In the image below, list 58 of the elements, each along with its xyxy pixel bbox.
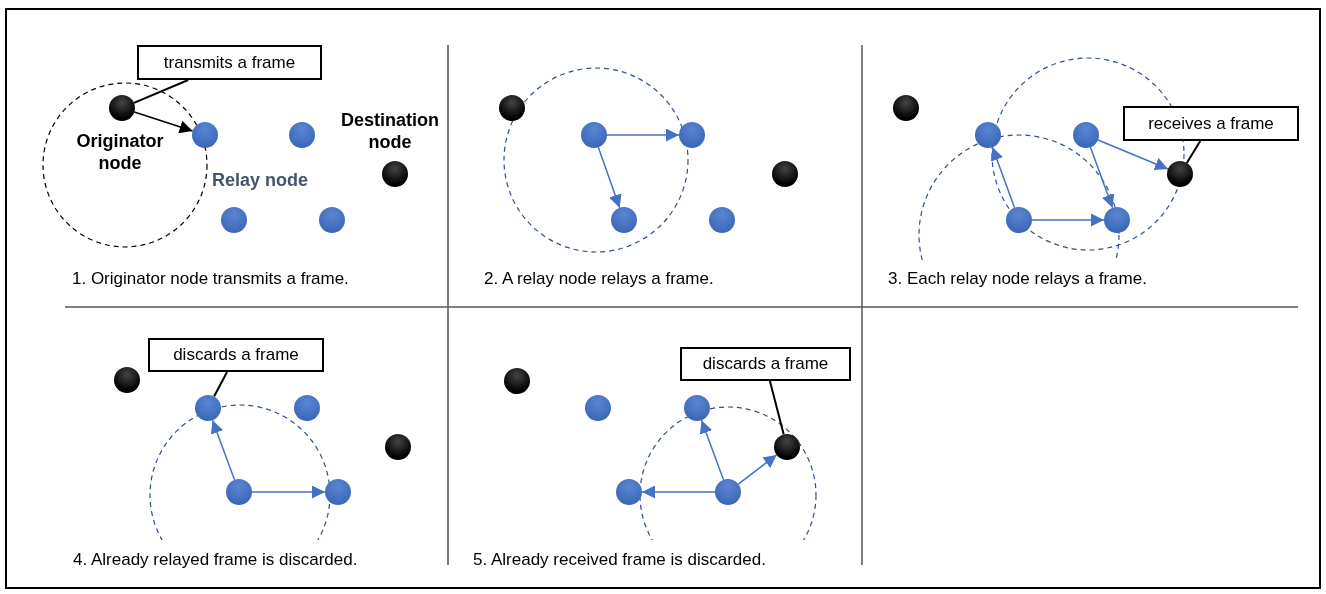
arrow: [606, 128, 680, 142]
node-dot: [709, 207, 735, 233]
node-dot: [226, 479, 252, 505]
node-dot: [192, 122, 218, 148]
arrow: [133, 111, 194, 134]
arrow: [737, 454, 778, 485]
node-dot: [319, 207, 345, 233]
node-dot: [325, 479, 351, 505]
callout-box: receives a frame: [1123, 106, 1299, 141]
node-dot: [1104, 207, 1130, 233]
node-dot: [1167, 161, 1193, 187]
node-dot: [581, 122, 607, 148]
step-caption: 2. A relay node relays a frame.: [484, 269, 714, 289]
node-dot: [715, 479, 741, 505]
node-dot: [679, 122, 705, 148]
group-label: Relay node: [212, 170, 309, 191]
node-dot: [114, 367, 140, 393]
node-dot: [499, 95, 525, 121]
node-dot: [893, 95, 919, 121]
leader-line: [213, 371, 228, 398]
node-dot: [616, 479, 642, 505]
node-dot: [195, 395, 221, 421]
leader-line: [1185, 140, 1202, 164]
node-dot: [382, 161, 408, 187]
node-dot: [221, 207, 247, 233]
node-dot: [385, 434, 411, 460]
node-dot: [772, 161, 798, 187]
arrow: [597, 146, 622, 209]
node-dot: [294, 395, 320, 421]
node-dot: [975, 122, 1001, 148]
arrow: [1097, 139, 1169, 171]
arrow: [641, 485, 716, 499]
callout-box: discards a frame: [680, 347, 851, 381]
arrow: [251, 485, 326, 499]
arrow: [1031, 213, 1105, 227]
step-caption: 4. Already relayed frame is discarded.: [73, 550, 358, 570]
leader-line: [132, 79, 190, 104]
node-dot: [504, 368, 530, 394]
node-label: Originator node: [75, 130, 165, 174]
node-dot: [289, 122, 315, 148]
arrow: [1089, 146, 1115, 209]
callout-box: discards a frame: [148, 338, 324, 372]
arrow: [990, 146, 1016, 209]
node-dot: [684, 395, 710, 421]
step-caption: 1. Originator node transmits a frame.: [72, 269, 349, 289]
node-dot: [585, 395, 611, 421]
arrow: [210, 419, 236, 481]
node-dot: [1073, 122, 1099, 148]
node-dot: [774, 434, 800, 460]
node-dot: [1006, 207, 1032, 233]
node-dot: [109, 95, 135, 121]
step-caption: 5. Already received frame is discarded.: [473, 550, 766, 570]
leader-line: [768, 380, 785, 436]
step-caption: 3. Each relay node relays a frame.: [888, 269, 1147, 289]
arrow: [699, 419, 725, 481]
callout-box: transmits a frame: [137, 45, 322, 80]
node-label: Destination node: [340, 109, 440, 153]
node-dot: [611, 207, 637, 233]
